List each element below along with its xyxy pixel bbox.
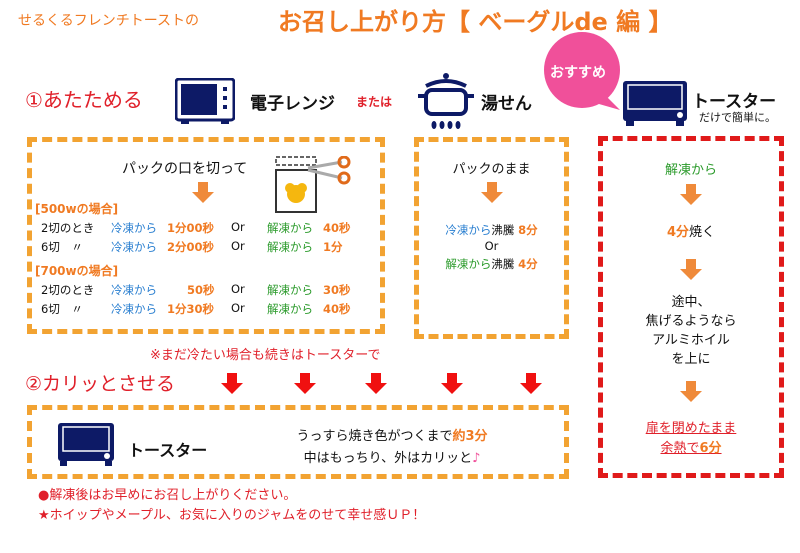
toaster-finish-1: 扉を閉めたまま	[645, 421, 737, 436]
step2-box: トースター うっすら焼き色がつくまで約3分 中はもっちり、外はカリッと♪	[27, 405, 569, 479]
header-subtitle: せるくるフレンチトーストの	[18, 13, 200, 29]
red-arrow-icon	[221, 373, 243, 395]
red-arrow-icon	[441, 373, 463, 395]
toaster-tip-4: を上に	[671, 352, 711, 367]
toaster-tip-3: アルミホイル	[652, 333, 730, 348]
toaster-note: だけで簡単に。	[699, 111, 776, 124]
toaster-bake: 4分焼く	[666, 225, 716, 240]
arrow-down-icon	[680, 184, 702, 206]
section-heading-700w: [700wの場合]	[35, 264, 119, 278]
toaster-box: 解凍から 4分焼く 途中、 焦げるようなら アルミホイル を上に 扉を閉めたまま…	[598, 136, 784, 478]
step2-line1: うっすら焼き色がつくまで約3分	[296, 429, 488, 444]
water-bath-instruction: パックのまま	[452, 162, 531, 177]
arrow-down-icon	[192, 182, 214, 204]
recommend-bubble: おすすめ	[542, 32, 626, 112]
toaster-label: トースター	[692, 92, 777, 112]
page-title: お召し上がり方【 ベーグルde 編 】	[278, 8, 673, 36]
red-arrow-icon	[294, 373, 316, 395]
toaster-tip-2: 焦げるようなら	[645, 314, 737, 329]
microwave-label: 電子レンジ	[250, 94, 335, 114]
or-label: または	[356, 95, 393, 109]
step2-line2: 中はもっちり、外はカリッと♪	[303, 451, 481, 466]
microwave-icon	[174, 77, 236, 124]
step2-appliance: トースター	[128, 441, 208, 460]
arrow-down-icon	[680, 259, 702, 281]
arrow-down-icon	[481, 182, 503, 204]
step2-label: ②カリッとさせる	[25, 373, 176, 395]
microwave-instruction: パックの口を切って	[122, 161, 248, 177]
or-text: Or	[484, 239, 499, 253]
pot-icon	[414, 70, 478, 132]
water-bath-box: パックのまま 冷凍から沸騰 8分 Or 解凍から沸騰 4分	[414, 137, 569, 339]
bag-scissors-icon	[272, 155, 352, 216]
footer-line-1: ●解凍後はお早めにお召し上がりください。	[38, 488, 297, 503]
water-bath-label: 湯せん	[481, 94, 532, 114]
section-heading-500w: [500wの場合]	[35, 202, 119, 216]
red-arrow-icon	[365, 373, 387, 395]
thawed-line: 解凍から沸騰 4分	[445, 257, 538, 271]
toaster-finish-2: 余熱で6分	[660, 441, 722, 456]
toaster-icon	[622, 80, 688, 128]
frozen-line: 冷凍から沸騰 8分	[445, 223, 538, 237]
toaster-tip-1: 途中、	[671, 295, 711, 310]
toaster-icon	[57, 422, 115, 468]
step1-label: ①あたためる	[25, 88, 143, 112]
arrow-down-icon	[680, 381, 702, 403]
toaster-start: 解凍から	[664, 163, 717, 178]
cold-note: ※まだ冷たい場合も続きはトースターで	[150, 348, 381, 363]
footer-line-2: ★ホイップやメープル、お気に入りのジャムをのせて幸せ感ＵＰ！	[38, 508, 426, 523]
red-arrow-icon	[520, 373, 542, 395]
recommend-badge: おすすめ	[550, 65, 606, 81]
